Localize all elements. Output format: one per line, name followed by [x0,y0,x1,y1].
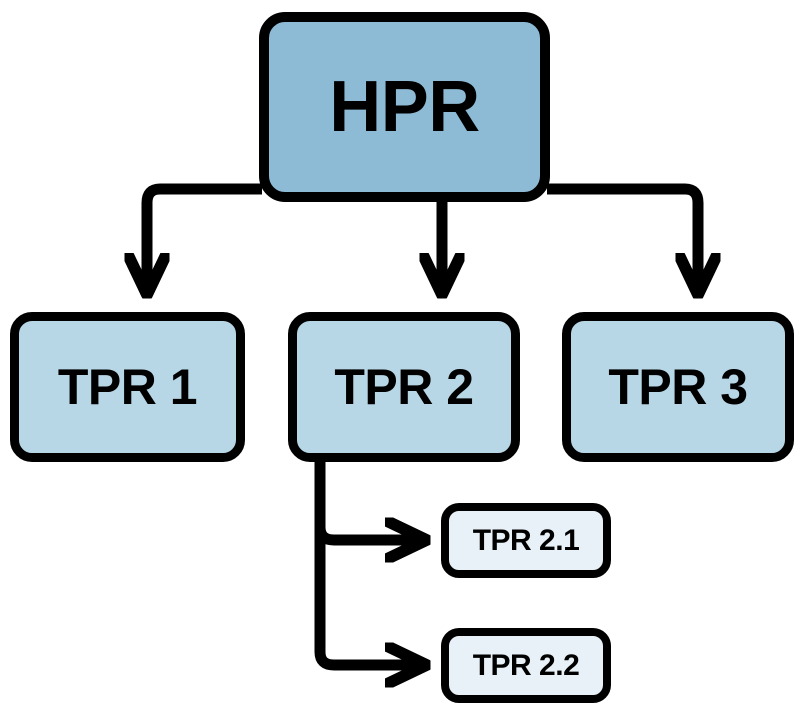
node-hpr[interactable]: HPR [259,12,550,202]
node-tpr-3[interactable]: TPR 3 [562,312,794,462]
node-tpr-2-1-label: TPR 2.1 [472,523,580,557]
node-tpr-1-label: TPR 1 [57,359,198,415]
node-tpr-2-label: TPR 2 [334,359,474,415]
edge-hpr-to-tpr3 [547,183,698,292]
edge-tpr2-trunk [314,459,424,665]
node-tpr-2-2[interactable]: TPR 2.2 [441,628,611,703]
node-hpr-label: HPR [329,67,480,147]
edge-hpr-to-tpr1 [147,183,262,292]
node-tpr-3-label: TPR 3 [608,359,748,415]
node-tpr-1[interactable]: TPR 1 [10,312,245,462]
edge-tpr2-to-tpr2-1 [314,527,424,540]
node-tpr-2-2-label: TPR 2.2 [472,648,580,682]
node-tpr-2[interactable]: TPR 2 [288,312,520,462]
node-tpr-2-1[interactable]: TPR 2.1 [441,503,611,578]
